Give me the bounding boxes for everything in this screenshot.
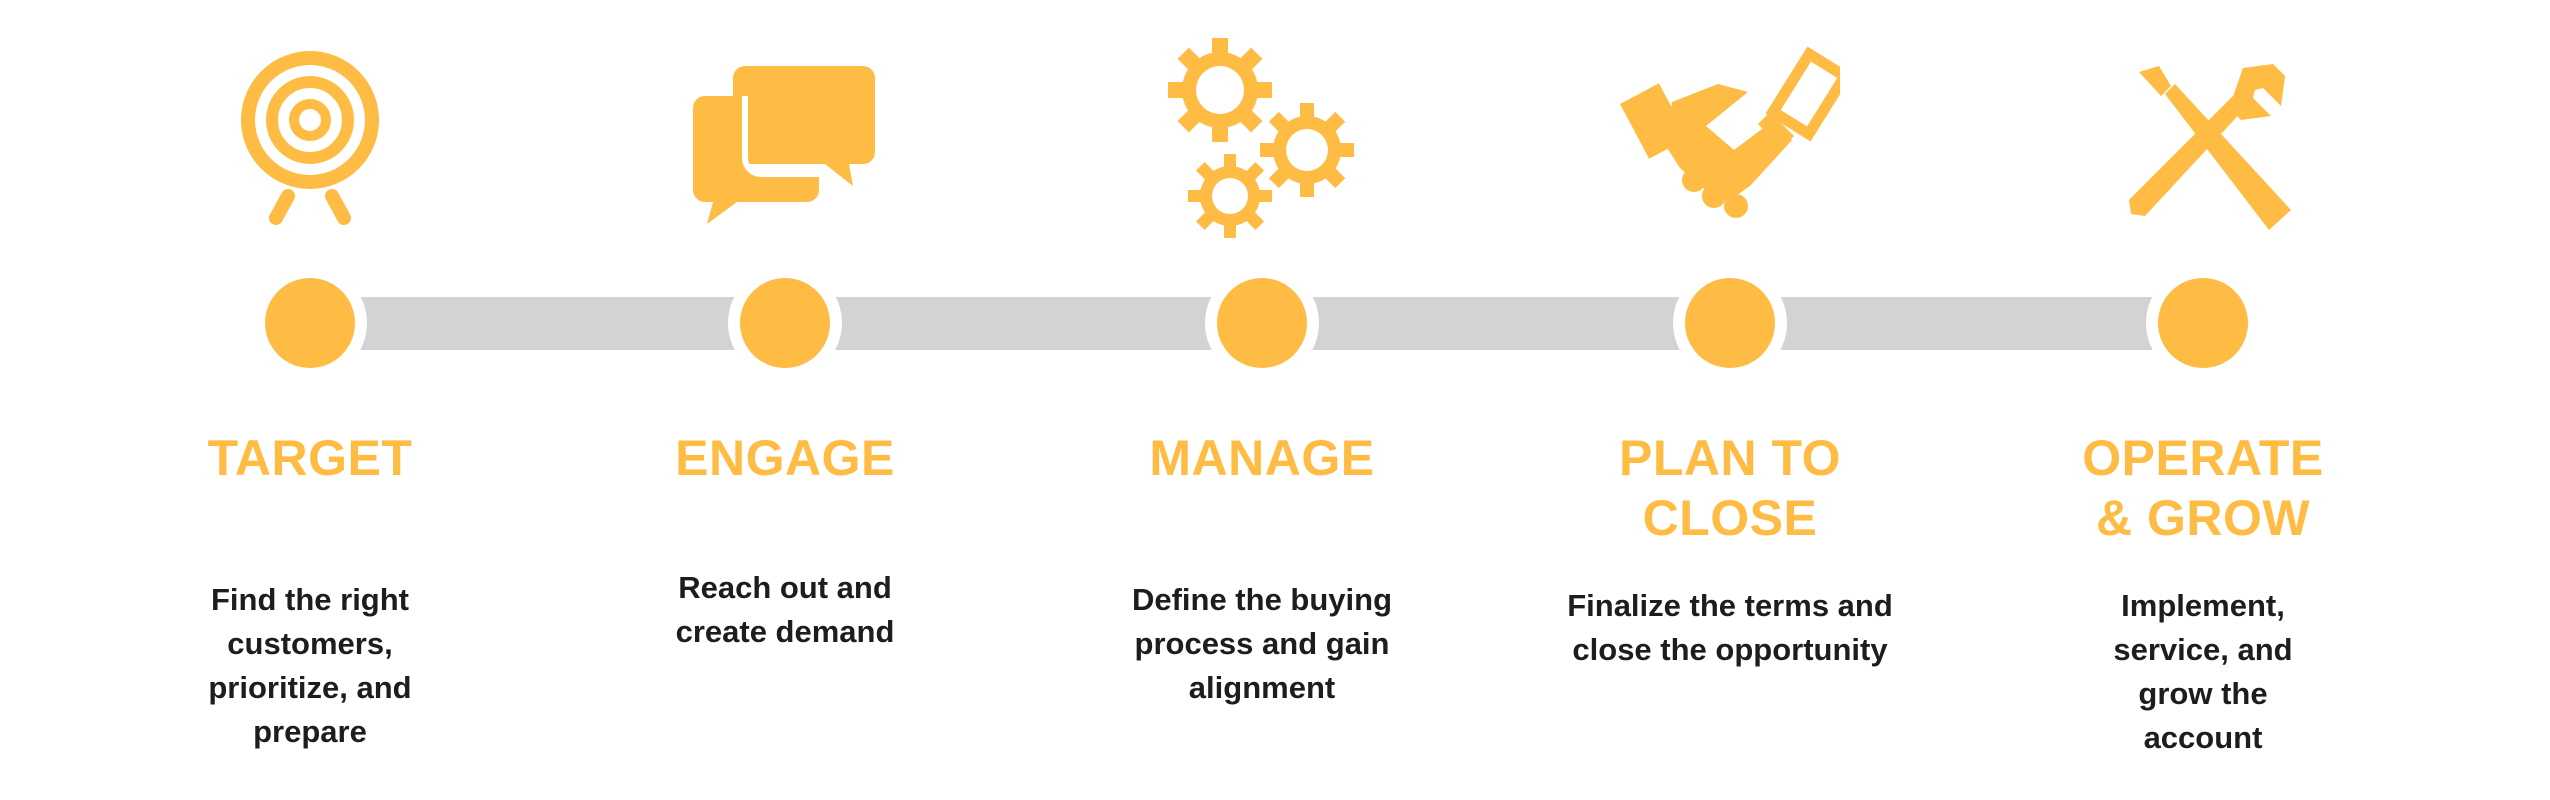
stage-title: TARGET	[100, 428, 520, 488]
description-line: customers,	[227, 626, 393, 661]
gears-icon	[1152, 38, 1372, 238]
description-line: prepare	[253, 714, 367, 749]
stage-title: PLAN TO CLOSE	[1520, 428, 1940, 548]
description-line: alignment	[1188, 670, 1336, 705]
stage-title-line: OPERATE	[2082, 430, 2324, 486]
stage-description: Reach out and create demand	[635, 566, 935, 654]
stage-marker	[740, 278, 830, 368]
stage-title-line: MANAGE	[1149, 430, 1375, 486]
description-line: create demand	[675, 614, 895, 649]
stage-marker	[265, 278, 355, 368]
description-line: grow the	[2138, 676, 2268, 711]
handshake-icon	[1620, 38, 1840, 238]
description-line: service, and	[2113, 632, 2293, 667]
stage-title: ENGAGE	[575, 428, 995, 488]
stage-description: Finalize the terms and close the opportu…	[1535, 584, 1925, 672]
chat-bubbles-icon	[675, 38, 895, 238]
wrench-screwdriver-icon	[2093, 38, 2313, 238]
stage-title: OPERATE & GROW	[1993, 428, 2413, 548]
stage-description: Implement, service, and grow the account	[2053, 584, 2353, 760]
stage-marker	[1217, 278, 1307, 368]
stage-marker	[1685, 278, 1775, 368]
stage-plan-to-close: PLAN TO CLOSE Finalize the terms and clo…	[1520, 0, 1940, 800]
description-line: Find the right	[210, 582, 410, 617]
description-line: Finalize the terms and	[1567, 588, 1893, 623]
description-line: prioritize, and	[208, 670, 412, 705]
stage-title-line: TARGET	[207, 430, 413, 486]
description-line: Define the buying	[1131, 582, 1393, 617]
stage-engage: ENGAGE Reach out and create demand	[575, 0, 995, 800]
stage-manage: MANAGE Define the buying process and gai…	[1052, 0, 1472, 800]
stage-marker	[2158, 278, 2248, 368]
description-line: Reach out and	[678, 570, 892, 605]
description-line: Implement,	[2121, 588, 2285, 623]
stage-description: Find the right customers, prioritize, an…	[160, 578, 460, 754]
description-line: account	[2143, 720, 2263, 755]
description-line: close the opportunity	[1572, 632, 1888, 667]
stage-description: Define the buying process and gain align…	[1102, 578, 1422, 710]
stage-title-line: PLAN TO	[1618, 430, 1842, 486]
stage-title-line: & GROW	[2095, 490, 2311, 546]
stage-operate-and-grow: OPERATE & GROW Implement, service, and g…	[1993, 0, 2413, 800]
stage-title-line: ENGAGE	[675, 430, 895, 486]
stage-target: TARGET Find the right customers, priorit…	[100, 0, 520, 800]
stage-title-line: CLOSE	[1642, 490, 1818, 546]
description-line: process and gain	[1134, 626, 1390, 661]
target-icon	[200, 38, 420, 238]
stage-title: MANAGE	[1052, 428, 1472, 488]
